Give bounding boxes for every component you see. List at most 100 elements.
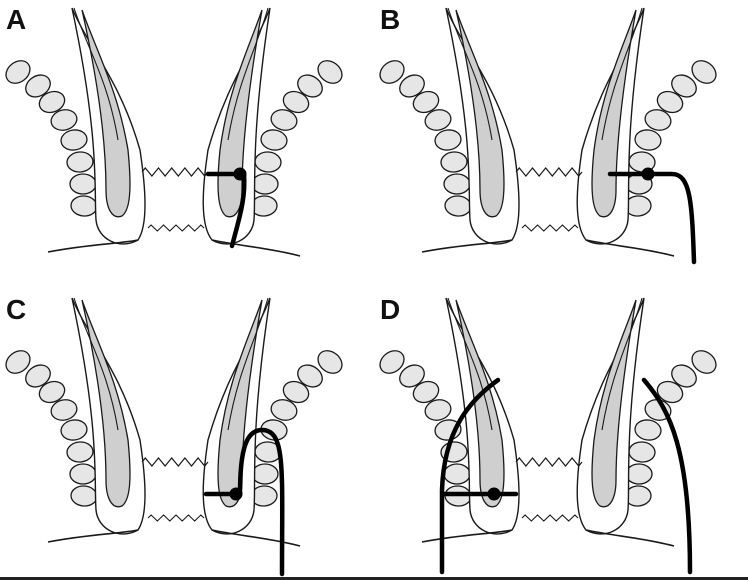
fistula-tract — [607, 167, 697, 265]
sphincter-left-fiber — [73, 297, 119, 431]
levator-segment-right — [282, 90, 310, 114]
levator-segment-left — [443, 173, 471, 195]
panel-label-c: C — [6, 294, 27, 325]
panel-a: A — [0, 0, 374, 290]
levator-segment-left — [69, 173, 97, 195]
sphincter-left-fiber — [447, 297, 493, 431]
fistula-path — [607, 171, 697, 265]
levator-segment-left — [379, 60, 405, 84]
sphincter-right-inner — [217, 9, 263, 218]
sphincter-left-inner — [455, 9, 505, 218]
sphincter-right-fiber — [227, 7, 269, 141]
dentate-line — [141, 457, 209, 467]
levator-segment-left — [5, 350, 31, 374]
panel-label-b: B — [380, 4, 401, 35]
levator-segment-left — [50, 399, 78, 421]
internal-opening-dot — [229, 487, 243, 501]
levator-segment-left — [66, 441, 94, 463]
sphincter-right-inner — [217, 299, 263, 508]
levator-segment-left — [25, 364, 51, 388]
levator-segment-left — [38, 380, 66, 404]
levator-segment-right — [625, 463, 653, 485]
levator-segment-left — [379, 350, 405, 374]
levator-segment-right — [270, 399, 298, 421]
levator-segment-right — [251, 463, 279, 485]
levator-segment-left — [60, 129, 88, 151]
internal-opening-dot — [487, 487, 501, 501]
levator-segment-right — [317, 350, 343, 374]
levator-segment-left — [412, 90, 440, 114]
levator-segment-right — [671, 364, 697, 388]
levator-segment-left — [69, 463, 97, 485]
sphincter-left-inner — [81, 299, 131, 508]
anal-verge-line — [147, 224, 205, 232]
sphincter-left-inner — [81, 9, 131, 218]
levator-segment-left — [70, 195, 98, 217]
levator-segment-left — [440, 151, 468, 173]
levator-segment-left — [66, 151, 94, 173]
levator-segment-right — [254, 151, 282, 173]
sphincter-right-inner — [591, 299, 637, 508]
internal-opening-dot — [233, 167, 247, 181]
perineal-skin — [421, 239, 675, 257]
sphincter-right-fiber — [601, 7, 643, 141]
levator-segment-left — [38, 90, 66, 114]
levator-segment-right — [628, 441, 656, 463]
levator-segment-right — [251, 173, 279, 195]
bottom-border — [0, 577, 748, 580]
levator-segment-left — [5, 60, 31, 84]
levator-segment-right — [656, 380, 684, 404]
panel-d: D — [374, 290, 748, 580]
perineal-skin — [47, 239, 301, 257]
panel-label-d: D — [380, 294, 401, 325]
sphincter-left-fiber — [447, 7, 493, 141]
levator-segment-left — [434, 129, 462, 151]
levator-segment-right — [691, 60, 717, 84]
levator-segment-right — [634, 419, 662, 441]
levator-segment-left — [60, 419, 88, 441]
fistula-tract — [205, 167, 247, 249]
sphincter-right-inner — [591, 9, 637, 218]
levator-segment-right — [270, 109, 298, 131]
internal-opening-dot — [641, 167, 655, 181]
levator-segment-left — [399, 364, 425, 388]
sphincter-right-fiber — [227, 297, 269, 431]
dentate-line — [515, 167, 583, 177]
perineal-skin — [47, 529, 301, 547]
anatomy-diagram-a — [5, 7, 343, 257]
levator-segment-left — [399, 74, 425, 98]
anatomy-diagram-b — [379, 7, 717, 265]
anal-verge-line — [521, 514, 579, 522]
levator-segment-right — [634, 129, 662, 151]
levator-segment-left — [443, 463, 471, 485]
levator-segment-left — [424, 109, 452, 131]
sphincter-left-fiber — [73, 7, 119, 141]
dentate-line — [515, 457, 583, 467]
fistula-path — [439, 377, 693, 575]
levator-segment-right — [656, 90, 684, 114]
levator-segment-right — [671, 74, 697, 98]
anal-verge-line — [521, 224, 579, 232]
levator-segment-right — [317, 60, 343, 84]
fistula-tract — [203, 427, 285, 577]
levator-segment-right — [282, 380, 310, 404]
levator-segment-left — [444, 195, 472, 217]
panel-label-a: A — [6, 4, 27, 35]
levator-segment-left — [50, 109, 78, 131]
levator-segment-left — [70, 485, 98, 507]
levator-segment-right — [691, 350, 717, 374]
levator-segment-left — [25, 74, 51, 98]
levator-segment-right — [260, 129, 288, 151]
levator-segment-left — [412, 380, 440, 404]
levator-segment-left — [424, 399, 452, 421]
panel-c: C — [0, 290, 374, 580]
sphincter-left-inner — [455, 299, 505, 508]
fistula-path — [203, 427, 285, 577]
anal-verge-line — [147, 514, 205, 522]
dentate-line — [141, 167, 209, 177]
levator-segment-right — [644, 109, 672, 131]
levator-segment-right — [297, 364, 323, 388]
fistula-tract — [439, 377, 693, 575]
anatomy-diagram-c — [5, 297, 343, 577]
sphincter-right-fiber — [601, 297, 643, 431]
